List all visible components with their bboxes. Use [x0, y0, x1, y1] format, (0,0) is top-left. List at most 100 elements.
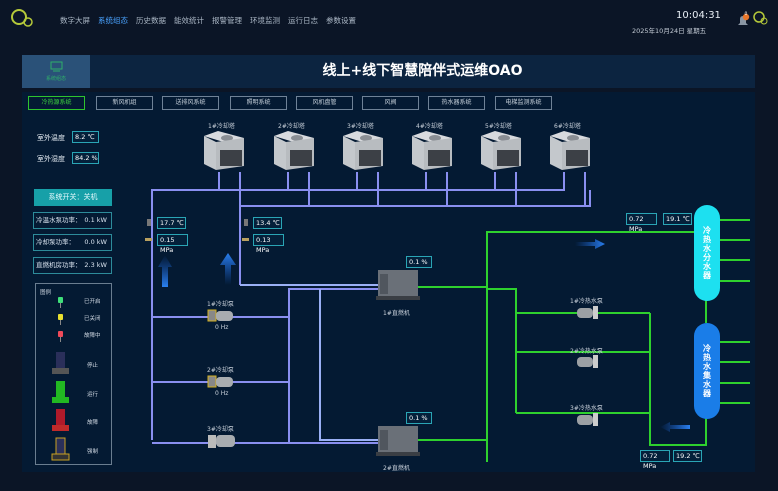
- cooling-tower-label: 4#冷却塔: [416, 123, 443, 130]
- cooling-return-pressure: 0.15 MPa: [157, 234, 188, 254]
- chilled-pump-power: 冷温水泵功率：0.1 kW: [33, 212, 112, 229]
- cooling-tower-label: 2#冷却塔: [278, 123, 305, 130]
- tab-damper[interactable]: 风阀: [362, 96, 419, 110]
- cooling-pump-2-label: 2#冷却泵: [207, 367, 234, 374]
- legend-run: 运行: [87, 392, 99, 398]
- supply-temp: 19.1 ℃: [663, 213, 692, 225]
- water-splitter[interactable]: 冷热水分水器: [694, 205, 720, 301]
- cooling-tower-label: 6#冷却塔: [554, 123, 581, 130]
- cooling-supply-pressure: 0.13 MPa: [253, 234, 284, 254]
- user-logo-icon[interactable]: [752, 10, 768, 30]
- green-light-icon: [58, 297, 63, 308]
- flow-arrow-right-icon: [575, 239, 605, 249]
- nav-history[interactable]: 历史数据: [136, 16, 166, 25]
- pump-fault-icon: [52, 409, 69, 431]
- sensor-icons: [145, 219, 152, 241]
- cooling-tower[interactable]: [479, 130, 523, 174]
- sensor-icons: [242, 219, 249, 241]
- tab-fan-coil[interactable]: 风机盘管: [296, 96, 353, 110]
- cooling-tower[interactable]: [202, 130, 246, 174]
- hot-pump-3-label: 3#冷热水泵: [570, 405, 603, 412]
- flow-arrow-down-icon: [158, 255, 172, 287]
- flow-arrow-left-icon: [660, 422, 690, 432]
- flow-arrow-up-icon: [220, 253, 236, 285]
- view-toggle-label: 系统组态: [45, 76, 66, 82]
- logo: [10, 8, 36, 36]
- clock-time: 10:04:31: [676, 10, 721, 21]
- plant-room-power: 直燃机房功率：2.3 kW: [33, 257, 112, 274]
- outdoor-temp-value: 8.2 ℃: [72, 131, 99, 143]
- nav-log[interactable]: 运行日志: [288, 16, 318, 25]
- power-value: 0.0 kW: [84, 238, 107, 246]
- chiller-2-load: 0.1 %: [406, 412, 432, 424]
- clock-date: 2025年10月24日 星期五: [632, 27, 707, 35]
- power-label: 直燃机房功率：: [36, 261, 82, 269]
- cooling-pump-1-freq: 0 Hz: [215, 324, 229, 331]
- power-value: 2.3 kW: [84, 261, 107, 269]
- tab-ventilation[interactable]: 送排风系统: [162, 96, 219, 110]
- cooling-tower[interactable]: [548, 130, 592, 174]
- page-title: 线上+线下智慧陪伴式运维OAO: [322, 63, 523, 79]
- legend-open: 已开启: [84, 299, 101, 305]
- cooling-pump-power: 冷却泵功率： 0.0 kW: [33, 234, 112, 251]
- main-nav: 数字大屏 系统组态 历史数据 能效统计 报警管理 环境监测 运行日志 参数设置: [60, 15, 356, 26]
- tab-fresh-air[interactable]: 新风机组: [96, 96, 153, 110]
- cooling-pump-1[interactable]: [207, 308, 235, 324]
- supply-pressure: 0.72 MPa: [626, 213, 657, 233]
- tab-water-heater[interactable]: 热水器系统: [428, 96, 485, 110]
- nav-environment[interactable]: 环境监测: [250, 16, 280, 25]
- cooling-tower[interactable]: [272, 130, 316, 174]
- cooling-supply-temp: 13.4 ℃: [253, 217, 282, 229]
- tab-hvac-source[interactable]: 冷热源系统: [28, 96, 85, 110]
- cooling-tower-label: 5#冷却塔: [485, 123, 512, 130]
- cooling-pump-2-freq: 0 Hz: [215, 390, 229, 397]
- tab-lighting[interactable]: 照明系统: [230, 96, 287, 110]
- return-temp: 19.2 ℃: [673, 450, 702, 462]
- bell-icon[interactable]: 0: [736, 12, 750, 31]
- chiller-1-load: 0.1 %: [406, 256, 432, 268]
- nav-energy[interactable]: 能效统计: [174, 16, 204, 25]
- outdoor-humidity-value: 84.2 %: [72, 152, 99, 164]
- legend-faulting: 故障中: [84, 333, 101, 339]
- cooling-pipes: [151, 172, 591, 444]
- chiller-1-label: 1#直燃机: [383, 310, 410, 317]
- cooling-pump-1-label: 1#冷却泵: [207, 301, 234, 308]
- system-switch-button[interactable]: 系统开关：关机: [34, 189, 112, 206]
- legend-stop: 停止: [87, 363, 99, 369]
- nav-system-config[interactable]: 系统组态: [98, 16, 128, 25]
- view-toggle[interactable]: 系统组态: [22, 55, 90, 88]
- title-bar: [22, 55, 755, 88]
- chiller-2-label: 2#直燃机: [383, 465, 410, 472]
- pump-run-icon: [52, 381, 69, 403]
- legend-icons: [51, 297, 70, 461]
- legend-forced: 强制: [87, 449, 99, 455]
- hot-pump-1[interactable]: [576, 305, 600, 321]
- chiller-2[interactable]: [376, 422, 420, 458]
- legend-fault: 故障: [87, 420, 99, 426]
- cooling-tower[interactable]: [341, 130, 385, 174]
- cooling-pump-2[interactable]: [207, 374, 235, 390]
- hot-pump-2-label: 2#冷热水泵: [570, 348, 603, 355]
- cooling-pump-3[interactable]: [207, 433, 237, 451]
- legend: 图例 已开启 已关闭 故障中 停止 运行 故障 强制: [35, 283, 112, 465]
- cooling-tower[interactable]: [410, 130, 454, 174]
- tab-elevator[interactable]: 电梯监测系统: [495, 96, 552, 110]
- power-label: 冷却泵功率：: [36, 238, 75, 246]
- legend-title: 图例: [40, 290, 52, 296]
- red-light-icon: [58, 331, 63, 342]
- nav-dashboard[interactable]: 数字大屏: [60, 16, 90, 25]
- cooling-tower-label: 1#冷却塔: [208, 123, 235, 130]
- yellow-light-icon: [58, 314, 63, 325]
- legend-closed: 已关闭: [84, 316, 101, 322]
- hot-pump-2[interactable]: [576, 354, 600, 370]
- cooling-pump-3-label: 3#冷却泵: [207, 426, 234, 433]
- nav-settings[interactable]: 参数设置: [326, 16, 356, 25]
- chiller-1[interactable]: [376, 266, 420, 302]
- water-collector[interactable]: 冷热水集水器: [694, 323, 720, 419]
- pump-forced-icon: [51, 437, 70, 461]
- hot-pump-3[interactable]: [576, 412, 600, 428]
- cooling-return-temp: 17.7 ℃: [157, 217, 186, 229]
- nav-alarm[interactable]: 报警管理: [212, 16, 242, 25]
- pump-stop-icon: [52, 352, 69, 374]
